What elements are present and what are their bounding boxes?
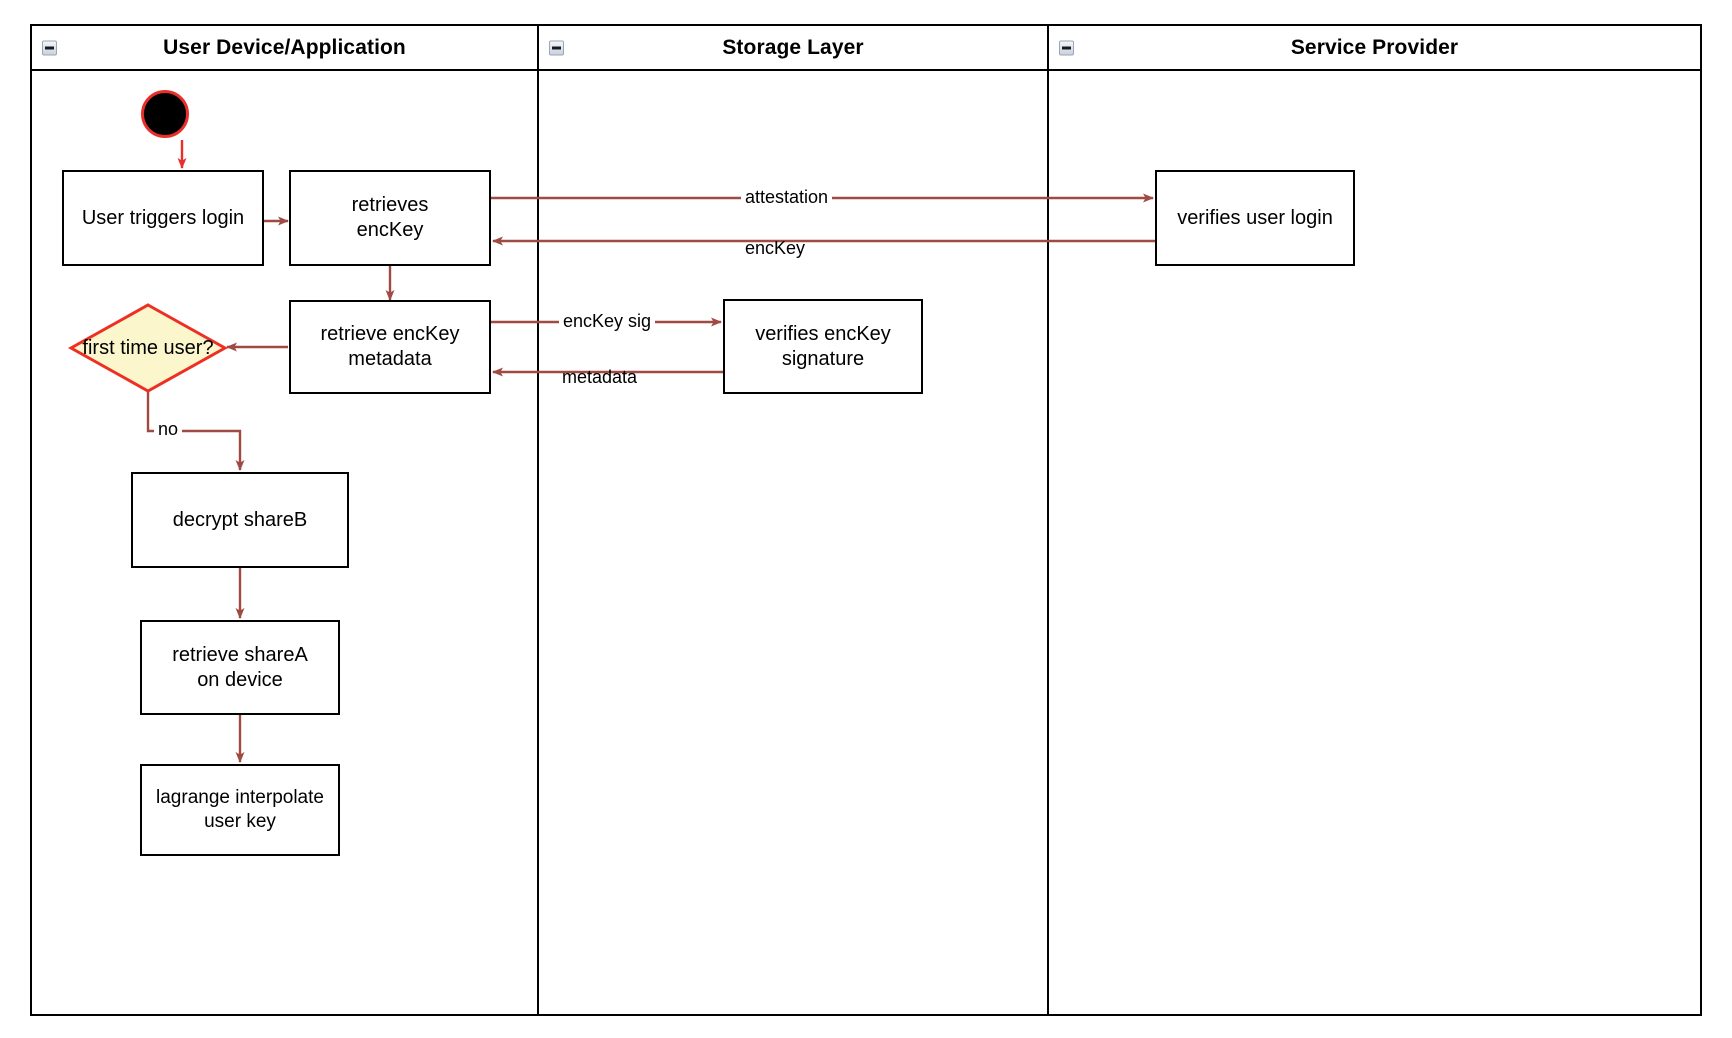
node-label-line1: lagrange interpolate (156, 787, 324, 809)
collapse-minus-icon[interactable] (1059, 40, 1074, 55)
node-label-line2: on device (197, 668, 283, 691)
node-label-line2: encKey (356, 219, 424, 241)
node-label-line2: user key (204, 811, 276, 832)
lane-header-storage-layer: Storage Layer (539, 26, 1047, 71)
node-label-line1: User triggers login (81, 206, 245, 229)
node-user-triggers-login[interactable]: User triggers login (62, 170, 264, 266)
swimlane-pool (30, 24, 1702, 1016)
edge-decision-to-decrypt (146, 392, 245, 471)
start-node[interactable] (141, 90, 189, 138)
node-label-line1: retrieve encKey (320, 323, 460, 345)
lane-title-user-device: User Device/Application (163, 35, 406, 59)
node-label-line1: decrypt shareB (172, 508, 308, 531)
node-label-line2: signature (781, 347, 865, 370)
lane-service-provider (1047, 24, 1702, 1016)
node-verifies-user-login[interactable]: verifies user login (1155, 170, 1355, 266)
edge-label-enckey: encKey (745, 238, 806, 258)
node-label-line1: retrieve shareA (172, 643, 308, 666)
collapse-minus-icon[interactable] (42, 40, 57, 55)
node-retrieves-enckey[interactable]: retrieves encKey (289, 170, 491, 266)
node-first-time-user[interactable]: first time user? (67, 302, 229, 394)
node-label-line1: verifies user login (1177, 206, 1333, 229)
node-label-line1: retrieves (351, 194, 429, 216)
node-lagrange-interpolate-user-key[interactable]: lagrange interpolate user key (140, 764, 340, 856)
edge-label-metadata: metadata (562, 367, 638, 387)
collapse-minus-icon[interactable] (549, 40, 564, 55)
node-retrieve-sharea-on-device[interactable]: retrieve shareA on device (140, 620, 340, 715)
lane-header-user-device: User Device/Application (32, 26, 537, 71)
node-verifies-enckey-signature[interactable]: verifies encKey signature (723, 299, 923, 394)
lane-title-storage-layer: Storage Layer (722, 35, 864, 59)
edge-label-attestation: attestation (741, 187, 833, 208)
lane-header-service-provider: Service Provider (1049, 26, 1700, 71)
lane-storage-layer (537, 24, 1047, 1016)
node-retrieve-enckey-metadata[interactable]: retrieve encKey metadata (289, 300, 491, 394)
lane-title-service-provider: Service Provider (1290, 35, 1459, 59)
edge-label-enckey-sig: encKey sig (559, 311, 656, 332)
edge-label-no: no (154, 419, 183, 440)
decision-diamond-shape (67, 303, 229, 393)
node-label-line2: metadata (348, 348, 432, 370)
node-decrypt-shareb[interactable]: decrypt shareB (131, 472, 349, 568)
node-label-line1: verifies encKey (755, 322, 891, 345)
